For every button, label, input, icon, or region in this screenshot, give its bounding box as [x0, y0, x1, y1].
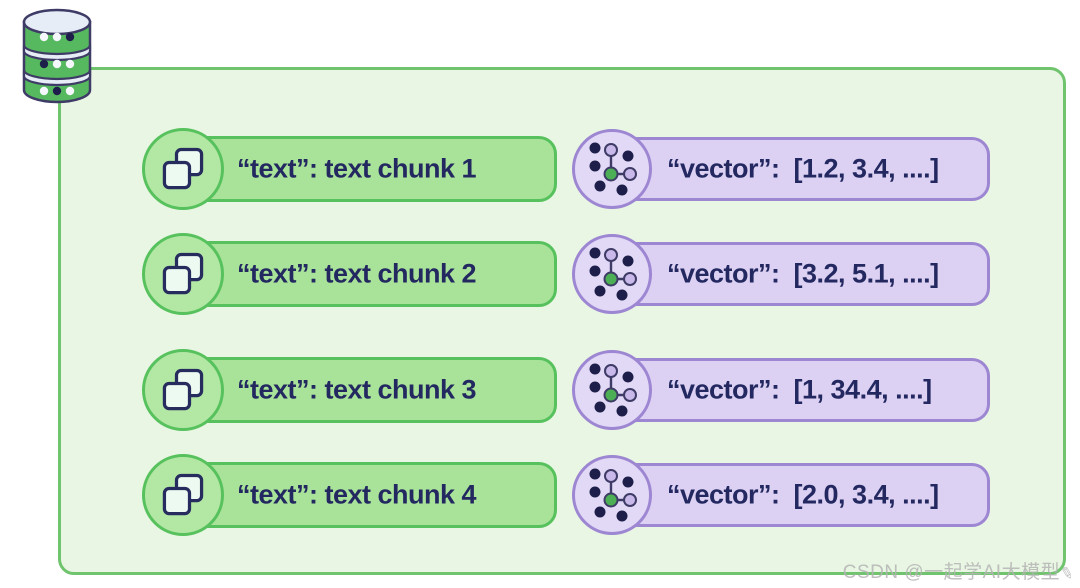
text-pill-body: [182, 136, 557, 202]
watermark: CSDN @一起学AI大模型 ✎: [842, 557, 1077, 584]
vector-pill-badge: [572, 350, 652, 430]
chunk-row: “text”: text chunk 2 “vector”: [3.2, 5.1…: [0, 233, 1080, 315]
copy-icon: [162, 252, 204, 295]
text-pill-body: [182, 357, 557, 423]
text-pill-badge: [142, 128, 224, 210]
vector-pill-badge: [572, 234, 652, 314]
chunk-row: “text”: text chunk 1 “vector”: [1.2, 3.4…: [0, 128, 1080, 210]
vector-pill-body: [612, 463, 990, 527]
chunk-row: “text”: text chunk 3 “vector”: [1, 34.4,…: [0, 349, 1080, 431]
vector-label: “vector”: [1.2, 3.4, ....]: [667, 153, 939, 184]
vector-pill-body: [612, 358, 990, 422]
text-pill-badge: [142, 349, 224, 431]
copy-icon: [162, 473, 204, 516]
vector-pill: “vector”: [1, 34.4, ....]: [572, 349, 990, 431]
watermark-text: CSDN @一起学AI大模型: [842, 562, 1061, 583]
text-chunk-label: “text”: text chunk 2: [237, 258, 477, 289]
vector-pill-badge: [572, 455, 652, 535]
vector-pill: “vector”: [3.2, 5.1, ....]: [572, 233, 990, 315]
vector-pill: “vector”: [2.0, 3.4, ....]: [572, 454, 990, 536]
text-chunk-label: “text”: text chunk 4: [237, 479, 477, 510]
text-chunk-pill: “text”: text chunk 1: [142, 128, 557, 210]
text-pill-badge: [142, 454, 224, 536]
text-chunk-pill: “text”: text chunk 4: [142, 454, 557, 536]
graph-nodes-icon: [589, 363, 637, 417]
vector-pill-body: [612, 137, 990, 201]
chunk-row: “text”: text chunk 4 “vector”: [2.0, 3.4…: [0, 454, 1080, 536]
vector-label: “vector”: [1, 34.4, ....]: [667, 374, 932, 405]
vector-pill-badge: [572, 129, 652, 209]
vector-label: “vector”: [3.2, 5.1, ....]: [667, 258, 939, 289]
vector-pill-body: [612, 242, 990, 306]
text-chunk-label: “text”: text chunk 1: [237, 153, 477, 184]
graph-nodes-icon: [589, 142, 637, 196]
vector-pill: “vector”: [1.2, 3.4, ....]: [572, 128, 990, 210]
copy-icon: [162, 147, 204, 190]
vector-label: “vector”: [2.0, 3.4, ....]: [667, 479, 939, 510]
database-icon: [22, 8, 92, 104]
pen-icon: ✎: [1058, 563, 1077, 584]
copy-icon: [162, 368, 204, 411]
graph-nodes-icon: [589, 468, 637, 522]
graph-nodes-icon: [589, 247, 637, 301]
text-chunk-pill: “text”: text chunk 2: [142, 233, 557, 315]
text-chunk-label: “text”: text chunk 3: [237, 374, 477, 405]
text-chunk-pill: “text”: text chunk 3: [142, 349, 557, 431]
text-pill-body: [182, 462, 557, 528]
text-pill-badge: [142, 233, 224, 315]
